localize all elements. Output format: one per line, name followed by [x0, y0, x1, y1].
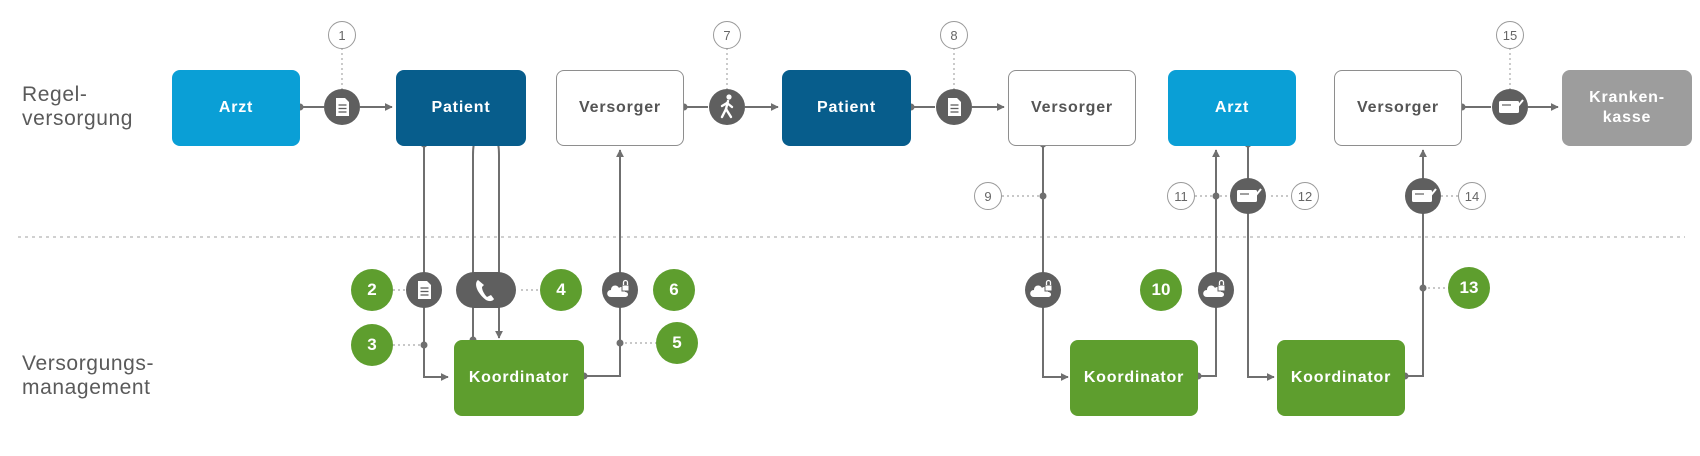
prescription-icon — [1492, 89, 1528, 125]
node-patient-2: Patient — [782, 70, 911, 146]
node-krankenkasse: Kranken-kasse — [1562, 70, 1692, 146]
document-icon — [936, 89, 972, 125]
document-icon — [324, 89, 360, 125]
walking-person-icon — [709, 89, 745, 125]
step-marker-3: 3 — [351, 324, 393, 366]
cloud-lock-icon — [1198, 272, 1234, 308]
step-marker-1: 1 — [328, 21, 356, 49]
prescription-icon — [1405, 178, 1441, 214]
node-koordinator-3: Koordinator — [1277, 340, 1405, 416]
step-marker-10: 10 — [1140, 269, 1182, 311]
flow-connectors — [300, 103, 1559, 381]
document-icon — [406, 272, 442, 308]
lane-label-versorgungsmanagement: Versorgungs- management — [22, 352, 155, 399]
step-marker-13: 13 — [1448, 267, 1490, 309]
node-versorger-2: Versorger — [1008, 70, 1136, 146]
cloud-lock-icon — [1025, 272, 1061, 308]
step-marker-4: 4 — [540, 269, 582, 311]
step-marker-5: 5 — [656, 322, 698, 364]
step-marker-2: 2 — [351, 269, 393, 311]
node-koordinator-2: Koordinator — [1070, 340, 1198, 416]
node-versorger-1: Versorger — [556, 70, 684, 146]
node-koordinator-1: Koordinator — [454, 340, 584, 416]
step-marker-12: 12 — [1291, 182, 1319, 210]
node-patient-1: Patient — [396, 70, 526, 146]
node-versorger-3: Versorger — [1334, 70, 1462, 146]
step-marker-8: 8 — [940, 21, 968, 49]
step-marker-15: 15 — [1496, 21, 1524, 49]
cloud-lock-icon — [602, 272, 638, 308]
prescription-icon — [1230, 178, 1266, 214]
lane-label-regelversorgung: Regel- versorgung — [22, 83, 134, 130]
step-marker-9: 9 — [974, 182, 1002, 210]
node-arzt-1: Arzt — [172, 70, 300, 146]
step-marker-7: 7 — [713, 21, 741, 49]
node-arzt-2: Arzt — [1168, 70, 1296, 146]
step-marker-14: 14 — [1458, 182, 1486, 210]
step-marker-11: 11 — [1167, 182, 1195, 210]
phone-icon — [456, 272, 516, 308]
step-marker-6: 6 — [653, 269, 695, 311]
